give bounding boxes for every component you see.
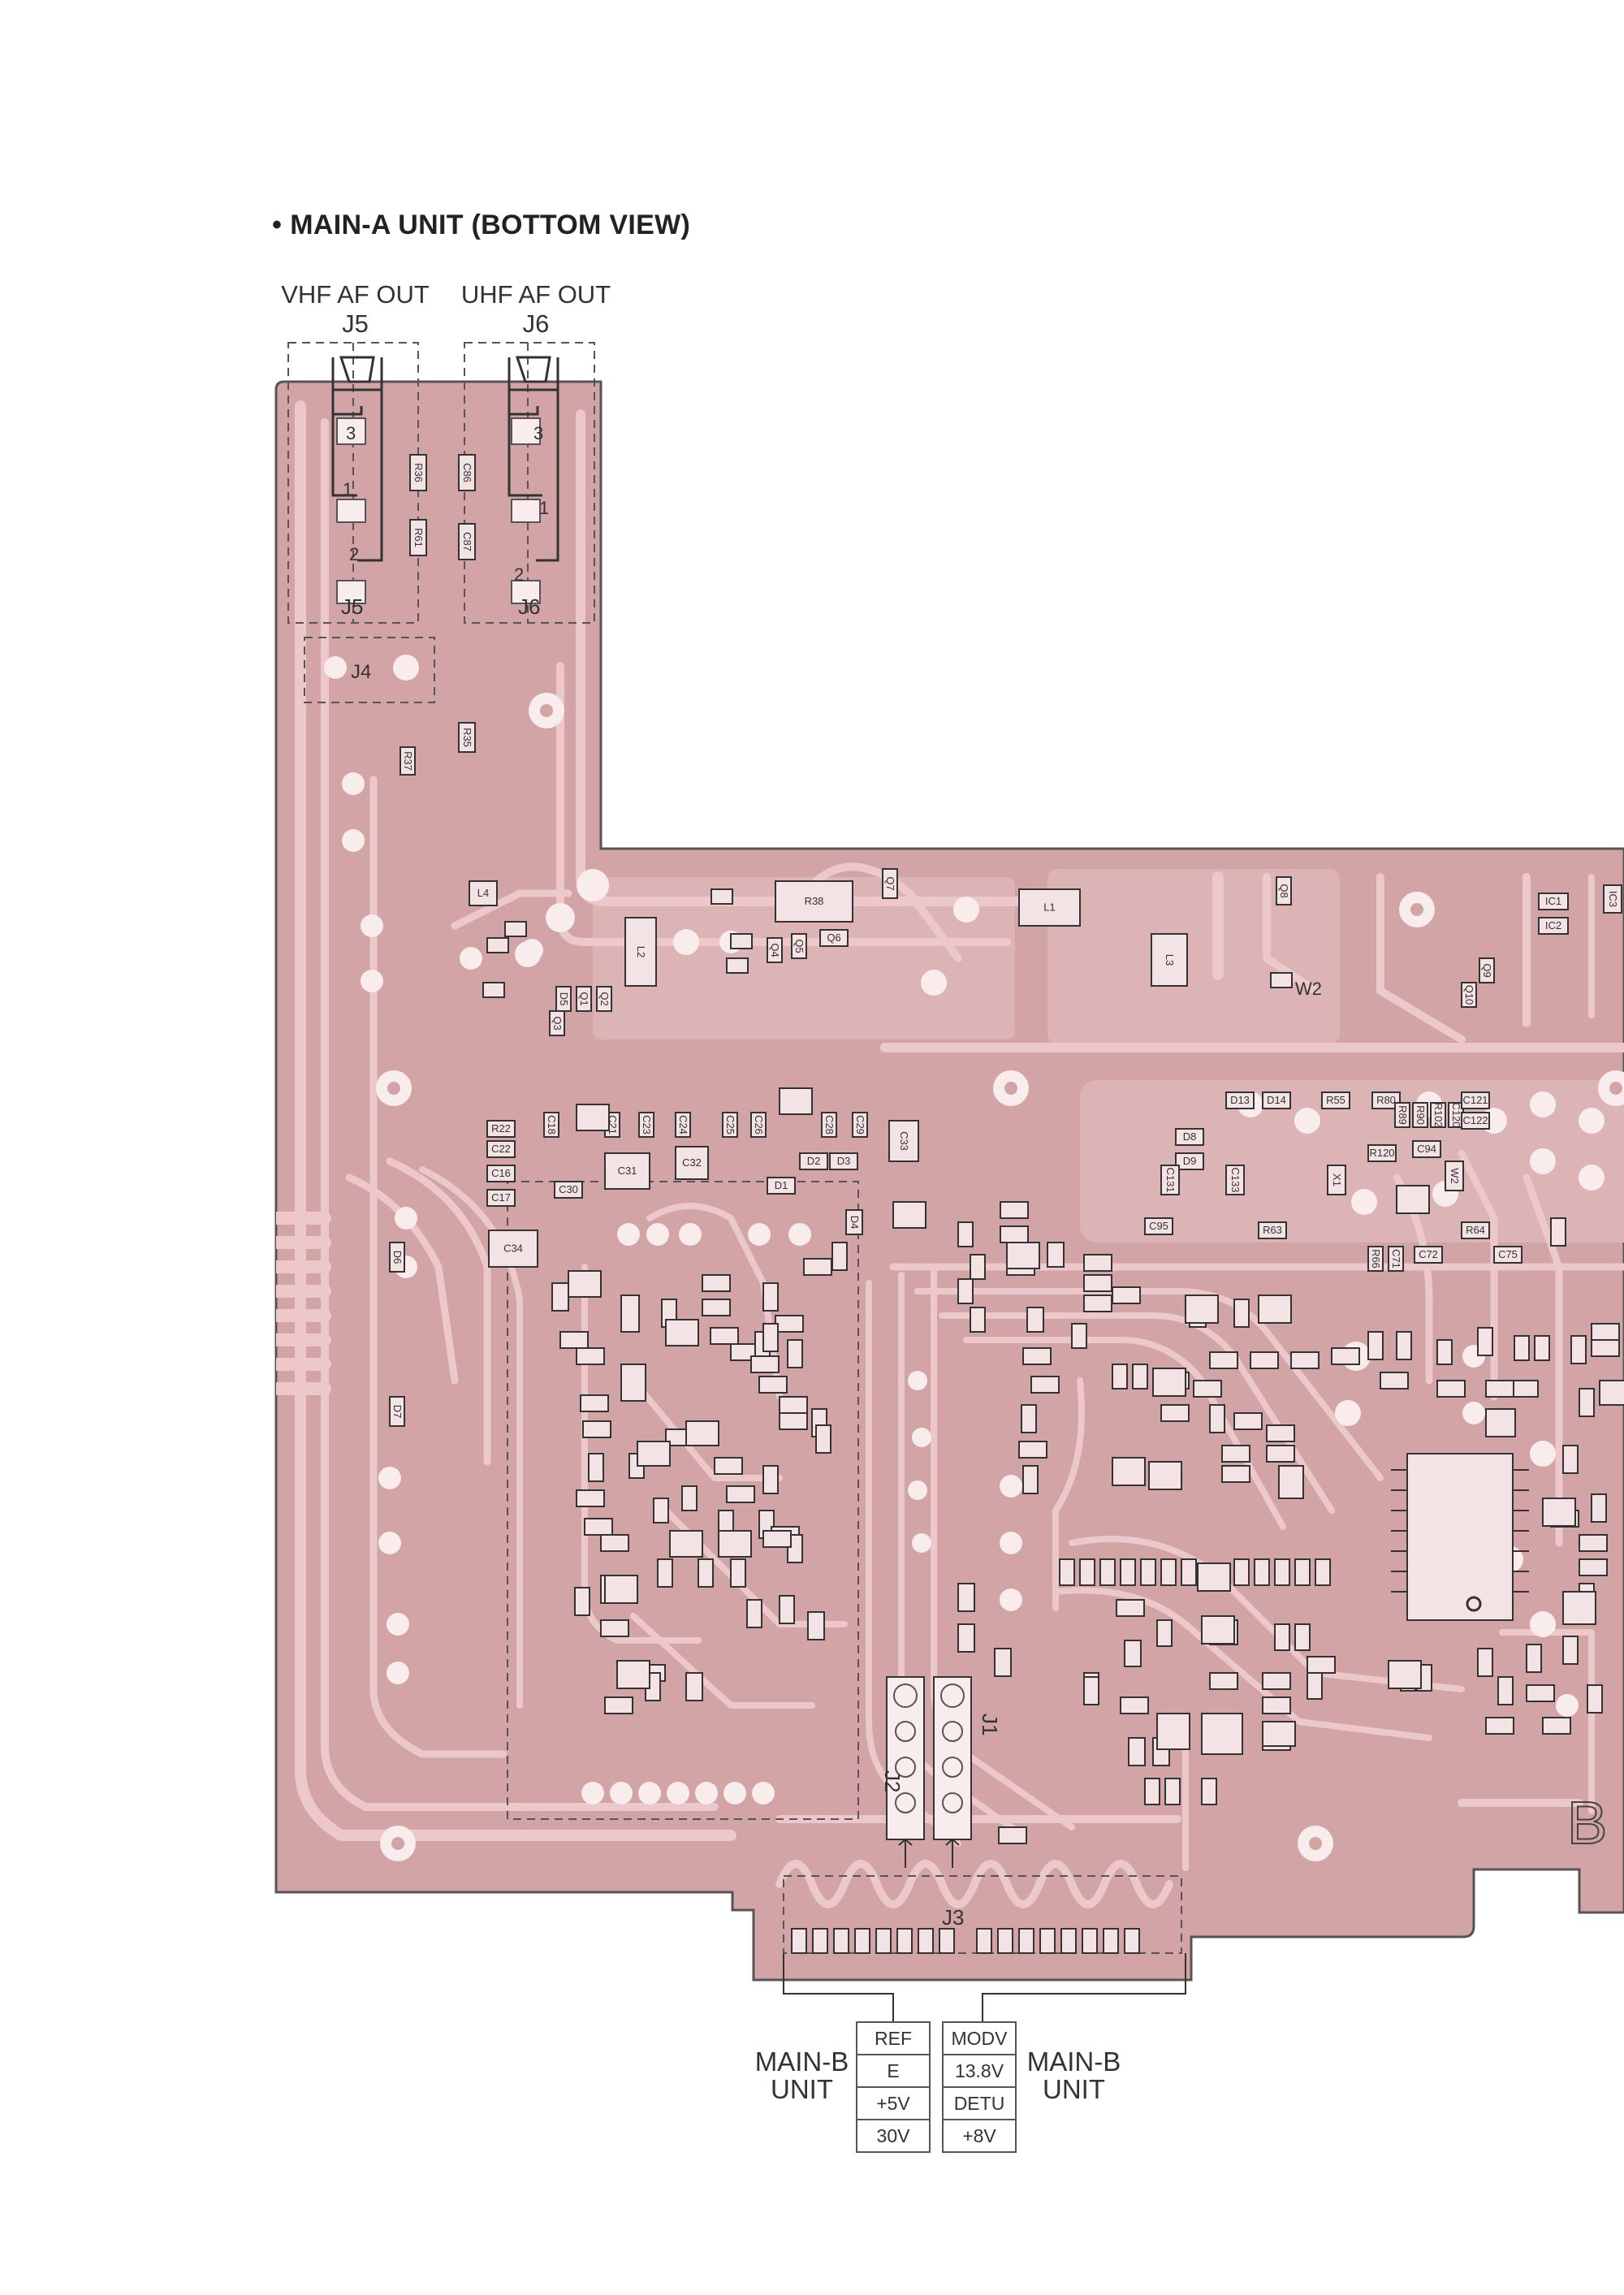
board-edge-letter: B [1567,1789,1607,1856]
pin-table-right: MODV 13.8V DETU +8V [942,2021,1017,2153]
j6-pin2-label: 2 [514,564,524,585]
pin-e: E [856,2054,931,2088]
jack-symbols [331,356,559,562]
j5-pin1-label: 1 [343,479,352,499]
j6-pin1-label: 1 [539,498,549,518]
j3-label: J3 [942,1905,964,1930]
pin-modv: MODV [942,2021,1017,2055]
smd-components [389,454,1622,1844]
pin-13-8v: 13.8V [942,2054,1017,2088]
j5-board-label: J5 [341,594,363,619]
ic-x1 [1391,1453,1529,1621]
diagram-title: •MAIN-A UNIT (BOTTOM VIEW) [272,210,691,240]
pin-table-left: REF E +5V 30V [856,2021,931,2153]
j1-j2-headers [886,1676,972,1868]
silkscreen-labels: 3 1 2 J5 3 1 2 J6 J4 J3 W2 B J2 J1 [341,423,1608,1930]
pin-ref: REF [856,2021,931,2055]
j2-label: J2 [880,1770,905,1792]
jack-pads [336,417,541,604]
j5-pin2-label: 2 [349,544,359,564]
pin-detu: DETU [942,2086,1017,2120]
j3-connector [783,1875,1182,1954]
j4-label: J4 [351,661,371,683]
j3-wiring [783,1953,1186,2022]
pin-8v: +8V [942,2119,1017,2153]
pin-30v: 30V [856,2119,931,2153]
transistors [568,1087,1624,1750]
j5-pin3-label: 3 [346,423,356,443]
j6-board-label: J6 [518,594,540,619]
j6-pin3-label: 3 [533,423,543,443]
mounting-holes [376,693,1624,1861]
pin-5v: +5V [856,2086,931,2120]
w2-label: W2 [1295,979,1322,999]
j1-label: J1 [978,1714,1002,1735]
